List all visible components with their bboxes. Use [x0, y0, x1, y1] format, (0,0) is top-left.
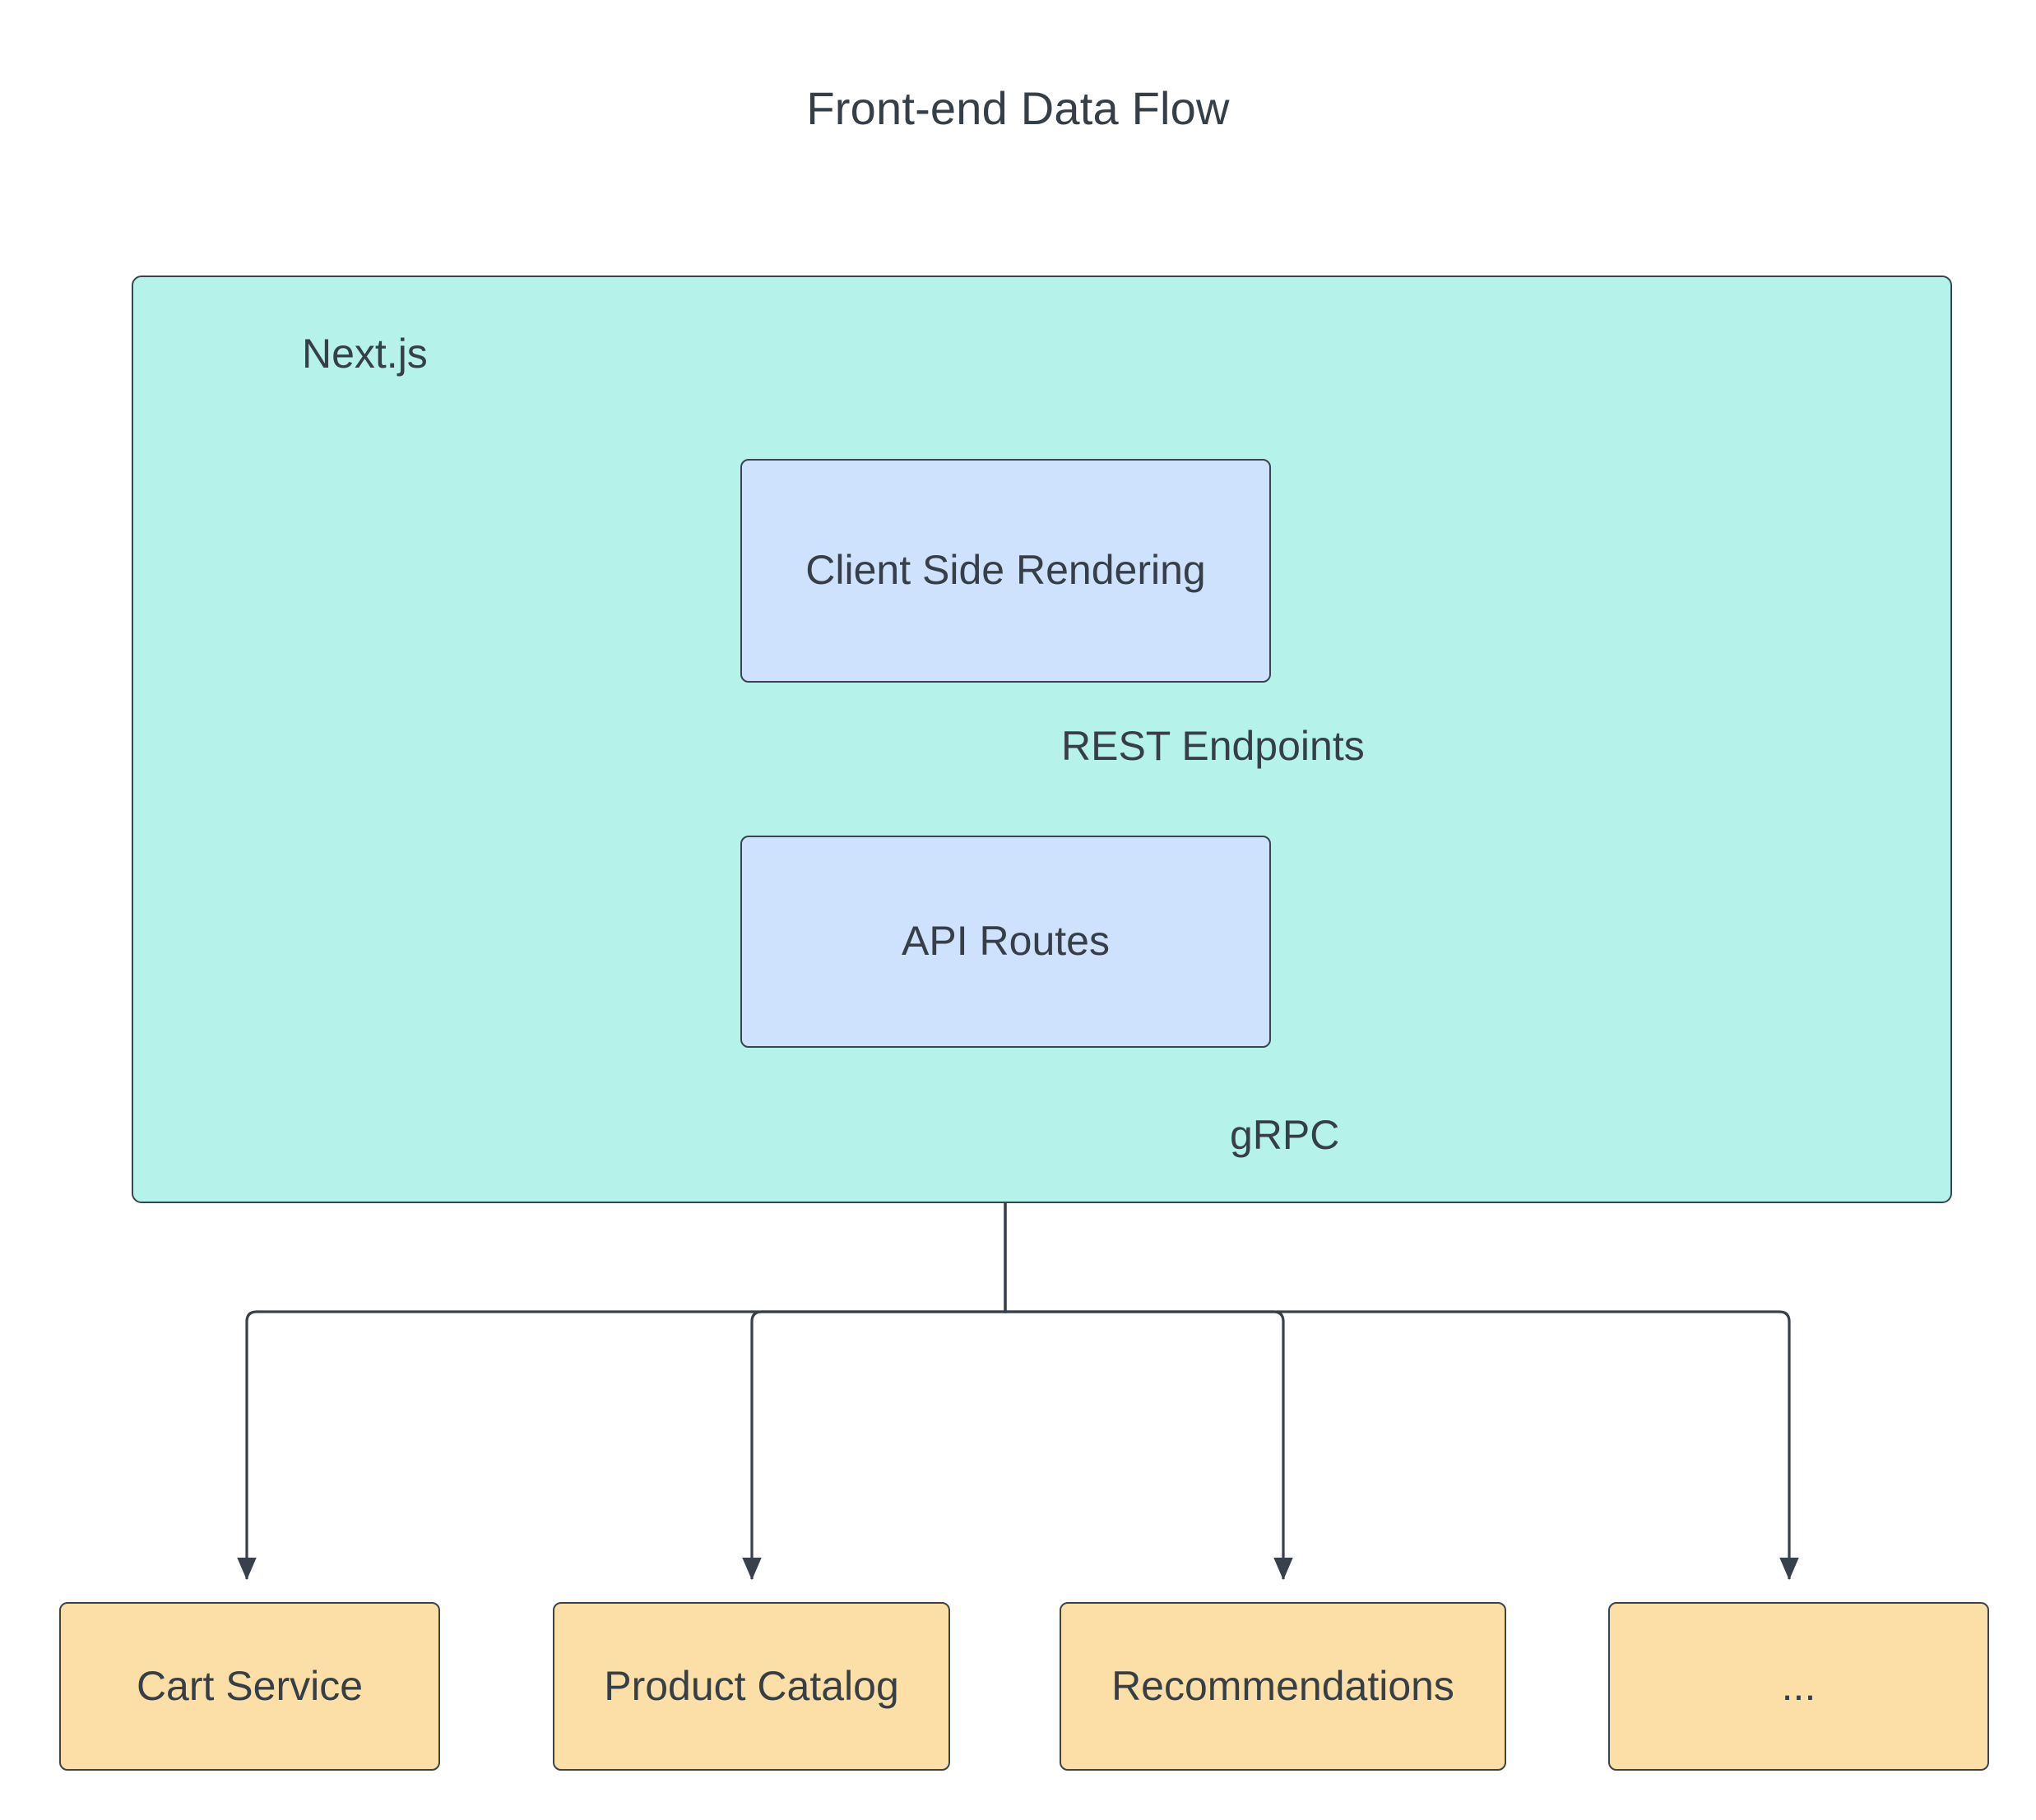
- node-more-services-label: ...: [1781, 1662, 1816, 1709]
- node-client-side-rendering-label: Client Side Rendering: [805, 547, 1206, 594]
- edge-api-routes-to-cart: [237, 1302, 1007, 1581]
- subgraph-nextjs[interactable]: Next.js: [132, 276, 1952, 1203]
- node-cart-service[interactable]: Cart Service: [59, 1602, 440, 1771]
- node-client-side-rendering[interactable]: Client Side Rendering: [740, 459, 1271, 683]
- node-api-routes-label: API Routes: [902, 918, 1110, 965]
- node-more-services[interactable]: ...: [1608, 1602, 1989, 1771]
- node-product-catalog[interactable]: Product Catalog: [553, 1602, 950, 1771]
- subgraph-nextjs-label: Next.js: [302, 331, 428, 377]
- node-recommendations-label: Recommendations: [1111, 1662, 1454, 1709]
- node-api-routes[interactable]: API Routes: [740, 836, 1271, 1048]
- node-recommendations[interactable]: Recommendations: [1060, 1602, 1506, 1771]
- edge-label-rest-endpoints: REST Endpoints: [1061, 723, 1365, 769]
- diagram-title: Front-end Data Flow: [806, 82, 1230, 134]
- node-product-catalog-label: Product Catalog: [604, 1662, 899, 1709]
- edge-api-routes-to-recommendations: [1004, 1302, 1293, 1581]
- edge-label-grpc: gRPC: [1230, 1112, 1340, 1158]
- edge-api-routes-to-more: [1004, 1302, 1799, 1581]
- edge-api-routes-to-catalog: [742, 1302, 1007, 1581]
- node-cart-service-label: Cart Service: [136, 1662, 364, 1709]
